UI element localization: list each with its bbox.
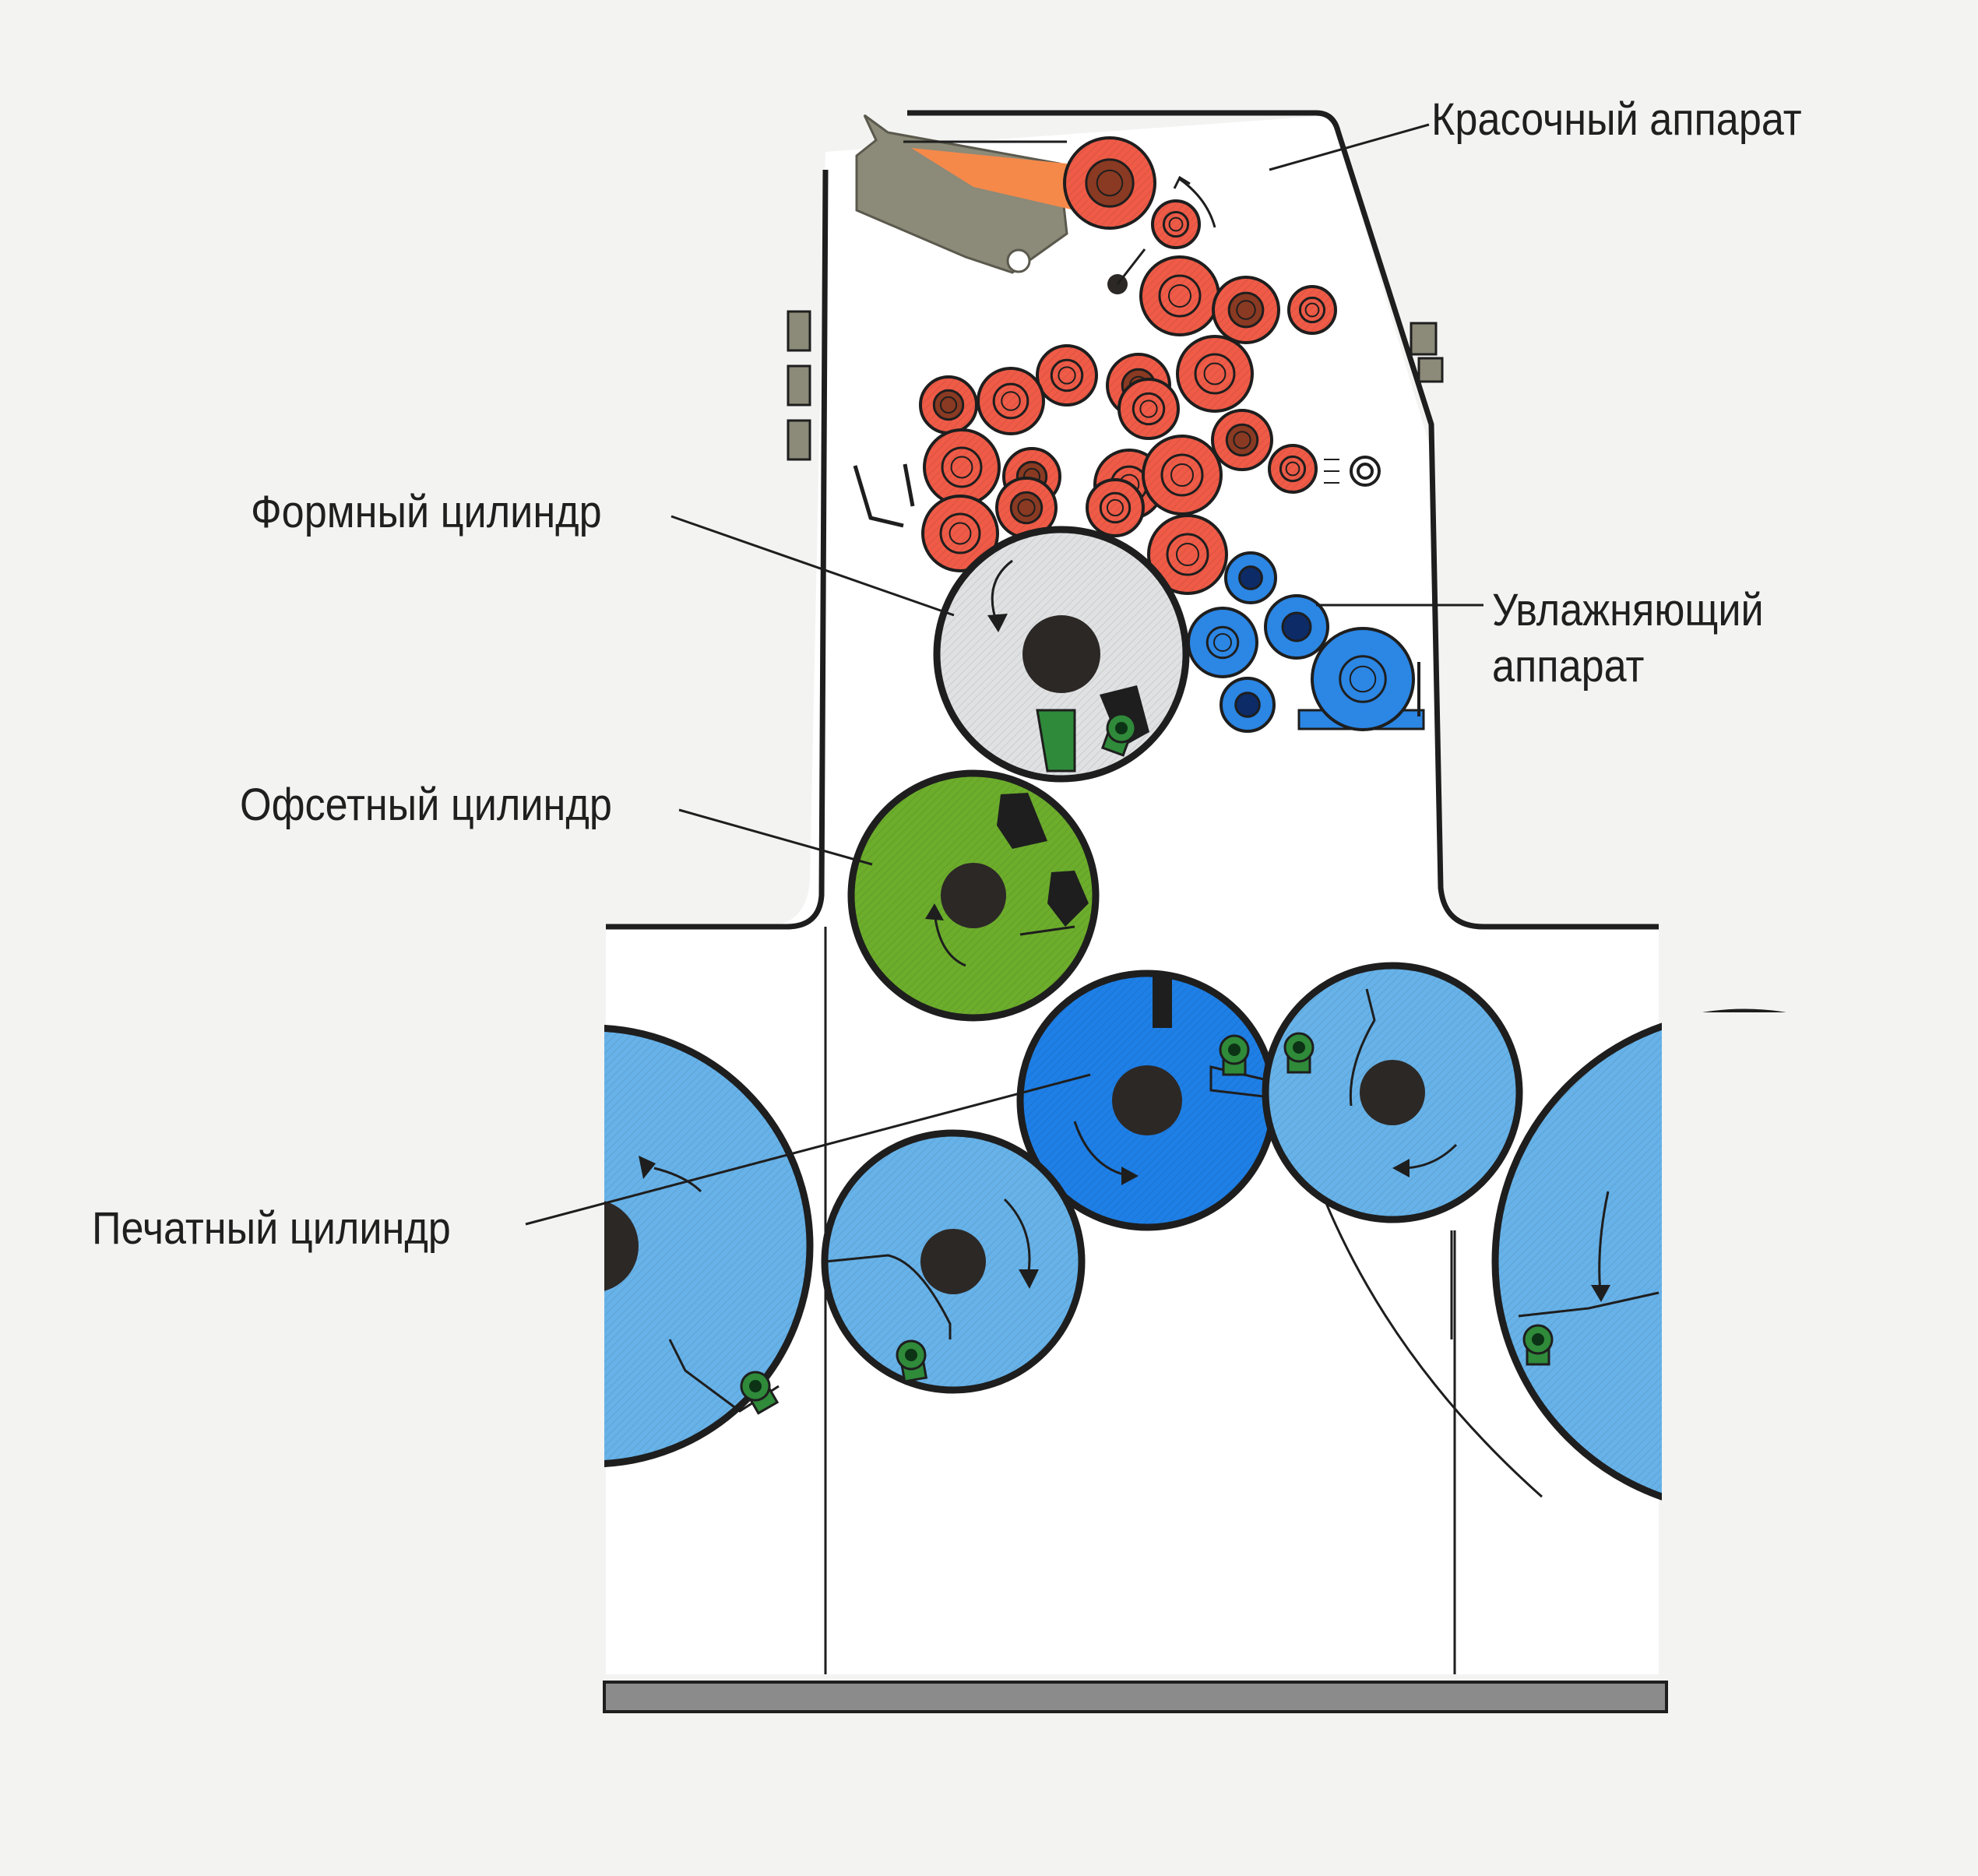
left-mask	[0, 1012, 604, 1557]
ink-roller	[921, 495, 999, 572]
gripper	[740, 1371, 780, 1415]
ink-roller	[919, 375, 978, 435]
ink-roller	[1036, 344, 1098, 407]
frame-bracket-right	[1410, 322, 1444, 383]
label-ink-unit: Красочный аппарат	[1431, 94, 1802, 145]
blanket-cylinder	[847, 769, 1100, 1022]
machine-base	[603, 1681, 1668, 1713]
gripper	[1100, 713, 1137, 757]
ink-roller	[977, 367, 1045, 435]
rotation-arrow-icon	[987, 559, 1013, 632]
leader-lines	[525, 123, 1484, 1226]
ink-roller	[1176, 335, 1254, 413]
rotation-arrow-icon	[1591, 1191, 1610, 1302]
gripper	[896, 1339, 928, 1383]
gripper	[1522, 1324, 1554, 1366]
plate-cylinder	[933, 526, 1190, 783]
rotation-arrow-icon	[1392, 1143, 1458, 1177]
impression-cylinder	[1016, 970, 1279, 1231]
rotation-arrow-icon	[639, 1156, 702, 1193]
dampening-roller	[1311, 627, 1415, 731]
printing-cylinders	[0, 526, 1978, 1557]
transfer-cylinder-left	[821, 1129, 1086, 1394]
label-blanket-cylinder: Офсетный цилиндр	[240, 780, 612, 830]
gripper	[1283, 1032, 1315, 1074]
plate-guide-hook	[853, 463, 915, 528]
ink-roller	[1086, 478, 1145, 537]
dampening-roller	[1264, 594, 1329, 660]
ink-roller	[1142, 435, 1223, 516]
ink-roller	[1211, 409, 1273, 471]
ink-roller	[1287, 285, 1337, 335]
transfer-cylinder-right	[1262, 962, 1523, 1223]
ink-roller	[995, 477, 1058, 539]
oscillation-arrow-icon	[1173, 175, 1216, 228]
water-spray-icon	[1324, 456, 1381, 487]
gripper	[1219, 1034, 1250, 1076]
dampening-roller	[1224, 551, 1277, 604]
label-impression-cylinder: Печатный цилиндр	[92, 1203, 451, 1254]
dampening-roller	[1187, 607, 1258, 678]
ink-rollers	[919, 136, 1337, 595]
ink-roller	[1117, 378, 1180, 440]
ink-roller	[1151, 199, 1201, 249]
dampening-roller	[1220, 677, 1276, 733]
right-mask	[1662, 1012, 1978, 1557]
ink-fountain	[855, 114, 1146, 294]
rotation-arrow-icon	[1003, 1198, 1039, 1289]
label-plate-cylinder: Формный цилиндр	[251, 487, 602, 537]
label-dampening-line1: Увлажняющий	[1492, 585, 1764, 635]
frame-bracket-left	[787, 310, 811, 461]
label-dampening-unit: Увлажняющий аппарат	[1492, 583, 1764, 695]
rotation-arrow-icon	[925, 903, 966, 967]
ink-roller	[1147, 514, 1228, 595]
frame-outline	[606, 110, 1659, 1674]
ink-roller	[1139, 255, 1220, 336]
ink-roller	[1212, 276, 1280, 344]
press-frame	[606, 115, 1659, 1674]
label-dampening-line2: аппарат	[1492, 641, 1645, 692]
rotation-arrow-icon	[1073, 1121, 1139, 1185]
ink-roller	[1063, 136, 1156, 230]
ink-roller	[923, 428, 1001, 506]
ink-roller	[1268, 444, 1318, 494]
